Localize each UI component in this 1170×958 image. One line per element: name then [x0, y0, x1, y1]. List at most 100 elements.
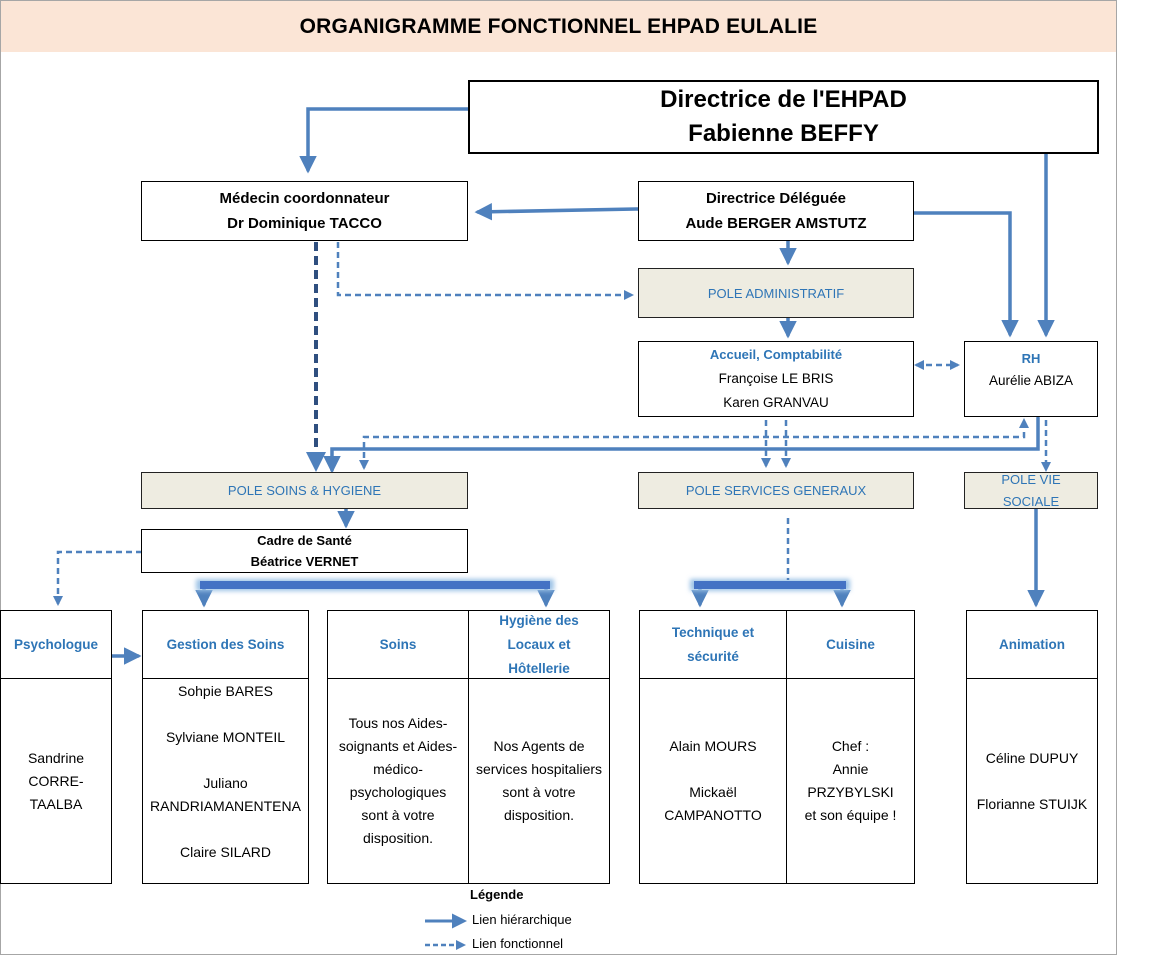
hygiene-header-1: Hygiène des — [499, 612, 579, 628]
services-table: Technique et sécurité Cuisine Alain MOUR… — [639, 610, 915, 884]
psychologue-table: Psychologue Sandrine CORRE- TAALBA — [0, 610, 112, 884]
soins-text-5: sont à votre — [361, 807, 435, 823]
dash-medecin-admin — [336, 242, 634, 300]
cadre-title: Cadre de Santé — [257, 533, 352, 548]
rh-title: RH — [1021, 351, 1041, 366]
soins-text-1: Tous nos Aides- — [348, 715, 448, 731]
accueil-name-2: Karen GRANVAU — [723, 395, 829, 410]
pole-administratif-label: POLE ADMINISTRATIF — [707, 285, 845, 301]
rh-name: Aurélie ABIZA — [988, 373, 1074, 388]
dash-cadre-psy — [53, 550, 142, 606]
hygiene-text-3: sont à votre — [502, 784, 576, 800]
animation-body: Céline DUPUY Florianne STUIJK — [967, 679, 1097, 883]
technique-name-2: Mickaël — [689, 784, 737, 800]
gestion-name-4: RANDRIAMANENTENA — [150, 798, 301, 814]
hygiene-body: Nos Agents de services hospitaliers sont… — [469, 679, 609, 883]
diagram-frame — [0, 0, 1117, 955]
pole-vie-sociale: POLE VIE SOCIALE — [964, 472, 1098, 509]
cuisine-text-2: Annie — [832, 761, 869, 777]
medecin-box: Médecin coordonnateur Dr Dominique TACCO — [141, 181, 468, 241]
bracket-bar-soins — [200, 581, 550, 589]
psychologue-name-1: Sandrine — [27, 749, 85, 766]
hygiene-text-1: Nos Agents de — [493, 738, 585, 754]
pole-administratif: POLE ADMINISTRATIF — [638, 268, 914, 318]
accueil-box: Accueil, Comptabilité Françoise LE BRIS … — [638, 341, 914, 417]
animation-header: Animation — [967, 611, 1097, 679]
hygiene-header: Hygiène des Locaux et Hôtellerie — [469, 611, 609, 679]
bracket-bar-services — [694, 581, 846, 589]
technique-header-2: sécurité — [687, 648, 739, 664]
pole-soins-label: POLE SOINS & HYGIENE — [227, 483, 382, 498]
psychologue-header: Psychologue — [1, 611, 111, 679]
directrice-role: Directrice de l'EHPAD — [660, 86, 907, 113]
deleguee-name: Aude BERGER AMSTUTZ — [685, 215, 867, 232]
cuisine-text-1: Chef : — [831, 738, 870, 754]
cuisine-body: Chef : Annie PRZYBYLSKI et son équipe ! — [787, 679, 914, 883]
soins-header-text: Soins — [379, 636, 417, 652]
soins-hygiene-table: Soins Hygiène des Locaux et Hôtellerie T… — [327, 610, 610, 884]
technique-body: Alain MOURS Mickaël CAMPANOTTO — [640, 679, 787, 883]
animation-table: Animation Céline DUPUY Florianne STUIJK — [966, 610, 1098, 884]
gestion-header-text: Gestion des Soins — [166, 636, 285, 652]
cuisine-text-4: et son équipe ! — [804, 807, 897, 823]
deleguee-box: Directrice Déléguée Aude BERGER AMSTUTZ — [638, 181, 914, 241]
hygiene-header-2: Locaux et — [507, 636, 571, 652]
directrice-box: Directrice de l'EHPAD Fabienne BEFFY — [468, 80, 1099, 154]
legend-fonctionnel: Lien fonctionnel — [472, 936, 564, 951]
legend-hierarchique: Lien hiérarchique — [472, 912, 572, 927]
accueil-name-1: Françoise LE BRIS — [718, 371, 834, 386]
hygiene-text-4: disposition. — [503, 807, 575, 823]
legend: Légende Lien hiérarchique Lien fonctionn… — [420, 886, 640, 952]
psychologue-header-text: Psychologue — [13, 636, 99, 652]
arrow-to-pole-soins — [323, 416, 1040, 474]
gestion-header: Gestion des Soins — [143, 611, 308, 679]
soins-text-2: soignants et Aides- — [338, 738, 458, 754]
dash-soins-rh — [359, 418, 1029, 470]
cadre-box: Cadre de Santé Béatrice VERNET — [141, 529, 468, 573]
technique-header: Technique et sécurité — [640, 611, 787, 679]
gestion-name-2: Sylviane MONTEIL — [165, 729, 286, 745]
gestion-name-3: Juliano — [203, 775, 248, 791]
rh-box: RH Aurélie ABIZA — [964, 341, 1098, 417]
arrow-deleguee-medecin — [474, 202, 640, 221]
animation-name-1: Céline DUPUY — [985, 749, 1079, 766]
technique-name-3: CAMPANOTTO — [664, 807, 762, 823]
cadre-name: Béatrice VERNET — [250, 554, 359, 569]
hygiene-text-2: services hospitaliers — [475, 761, 603, 777]
cuisine-header-text: Cuisine — [826, 636, 875, 652]
medecin-role: Médecin coordonnateur — [219, 190, 390, 207]
cuisine-text-3: PRZYBYLSKI — [807, 784, 894, 800]
pole-soins-hygiene: POLE SOINS & HYGIENE — [141, 472, 468, 509]
psychologue-name-2: CORRE- — [28, 772, 84, 789]
gestion-name-1: Sohpie BARES — [178, 683, 273, 699]
pole-services-generaux: POLE SERVICES GENERAUX — [638, 472, 914, 509]
legend-title: Légende — [470, 887, 524, 902]
page-title: ORGANIGRAMME FONCTIONNEL EHPAD EULALIE — [1, 1, 1116, 52]
soins-text-6: disposition. — [362, 830, 434, 846]
hygiene-header-3: Hôtellerie — [508, 660, 570, 676]
gestion-name-5: Claire SILARD — [179, 844, 272, 860]
arrow-directrice-medecin — [299, 107, 470, 174]
cuisine-header: Cuisine — [787, 611, 914, 679]
animation-header-text: Animation — [999, 636, 1065, 652]
soins-body: Tous nos Aides- soignants et Aides- médi… — [328, 679, 469, 883]
soins-text-4: psychologiques — [349, 784, 447, 800]
gestion-table: Gestion des Soins Sohpie BARES Sylviane … — [142, 610, 309, 884]
legend-arrows — [425, 913, 467, 950]
psychologue-name-3: TAALBA — [29, 795, 83, 812]
pole-vie-line1: POLE VIE — [1001, 471, 1061, 487]
deleguee-role: Directrice Déléguée — [705, 190, 847, 207]
pole-services-label: POLE SERVICES GENERAUX — [685, 483, 867, 498]
arrow-deleguee-rh — [912, 211, 1019, 338]
animation-name-2: Florianne STUIJK — [976, 795, 1088, 812]
technique-header-1: Technique et — [671, 624, 755, 640]
soins-header: Soins — [328, 611, 469, 679]
directrice-name: Fabienne BEFFY — [688, 120, 879, 147]
psychologue-body: Sandrine CORRE- TAALBA — [1, 679, 111, 883]
gestion-body: Sohpie BARES Sylviane MONTEIL Juliano RA… — [143, 679, 308, 883]
medecin-name: Dr Dominique TACCO — [227, 215, 382, 232]
technique-name-1: Alain MOURS — [669, 738, 757, 754]
accueil-title: Accueil, Comptabilité — [709, 347, 843, 362]
pole-vie-line2: SOCIALE — [1002, 493, 1060, 509]
